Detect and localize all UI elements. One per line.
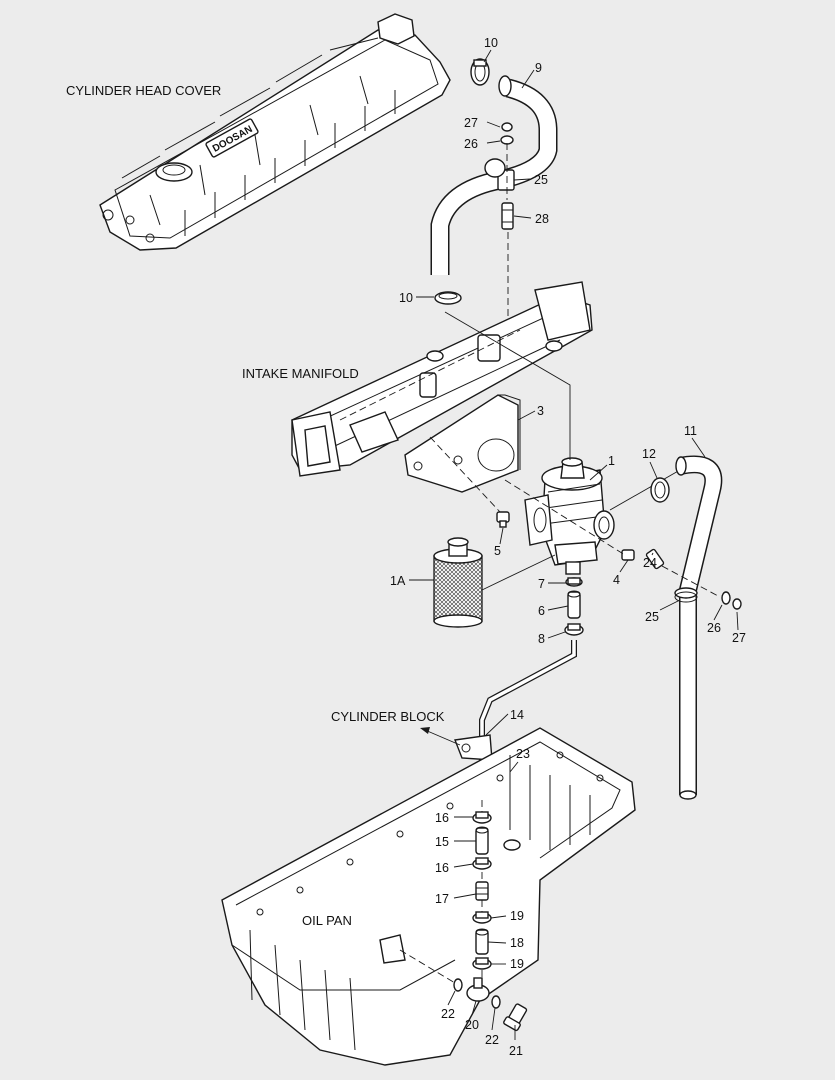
fitting-17 [475, 881, 489, 901]
callout-21: 21 [509, 1044, 523, 1058]
callout-6: 6 [538, 604, 545, 618]
callout-20: 20 [465, 1018, 479, 1032]
washer-22-right [491, 995, 501, 1009]
callout-10-lower: 10 [399, 291, 413, 305]
callout-27-lower: 27 [732, 631, 746, 645]
hose-bracket-25-lower [674, 587, 698, 603]
leader-lines [409, 49, 739, 1040]
washer-26-upper [500, 135, 514, 145]
banjo-fitting-20 [466, 977, 490, 1002]
callout-15: 15 [435, 835, 449, 849]
callout-27-upper: 27 [464, 116, 478, 130]
callout-24: 24 [643, 556, 657, 570]
callout-9: 9 [535, 61, 542, 75]
hose-clamp-10-upper [470, 58, 490, 86]
callout-1: 1 [608, 454, 615, 468]
bracket-3 [404, 394, 521, 493]
cylinder-head-cover: DOOSAN [99, 13, 451, 251]
callout-25-upper: 25 [534, 173, 548, 187]
callout-11: 11 [684, 424, 697, 438]
bolt-4 [621, 549, 635, 561]
stud-28 [501, 202, 514, 230]
clamp-19-lower [472, 957, 492, 970]
washer-27-lower [732, 598, 742, 610]
callout-26-upper: 26 [464, 137, 478, 151]
arrow-to-cylinder-block [420, 727, 461, 746]
callout-16-lower: 16 [435, 861, 449, 875]
hose-15 [475, 826, 489, 855]
washer-27-upper [501, 122, 513, 132]
hose-clamp-12 [650, 477, 670, 503]
washer-26-lower [721, 591, 731, 605]
callout-5: 5 [494, 544, 501, 558]
oil-separator-1 [524, 457, 615, 575]
callout-22-right: 22 [485, 1033, 499, 1047]
callout-3: 3 [537, 404, 544, 418]
clamp-7 [565, 577, 583, 587]
hose-bracket-25-upper [484, 158, 515, 191]
stud-24 [645, 548, 665, 570]
breather-hose-upper [430, 75, 558, 275]
label-cylinder-head-cover: CYLINDER HEAD COVER [66, 83, 221, 98]
callout-23: 23 [516, 747, 530, 761]
callout-28: 28 [535, 212, 549, 226]
label-intake-manifold: INTAKE MANIFOLD [242, 366, 359, 381]
breather-hose-11 [675, 455, 723, 800]
bolt-5 [496, 511, 510, 528]
callout-19-lower: 19 [510, 957, 524, 971]
hose-18 [475, 928, 489, 955]
clamp-8 [564, 623, 584, 636]
callout-7: 7 [538, 577, 545, 591]
label-oil-pan: OIL PAN [302, 913, 352, 928]
callout-1a: 1A [390, 574, 406, 588]
label-cylinder-block: CYLINDER BLOCK [331, 709, 445, 724]
clamp-16-lower [472, 857, 492, 870]
callout-22-left: 22 [441, 1007, 455, 1021]
callout-4: 4 [613, 573, 620, 587]
callout-16-upper: 16 [435, 811, 449, 825]
oil-pan [221, 727, 636, 1066]
filter-element-1a [433, 537, 483, 628]
callout-14: 14 [510, 708, 524, 722]
clamp-16-upper [472, 811, 492, 824]
callout-17: 17 [435, 892, 449, 906]
callout-19-upper: 19 [510, 909, 524, 923]
hose-6 [567, 590, 581, 619]
callout-12: 12 [642, 447, 656, 461]
intake-manifold [291, 281, 593, 477]
callout-10-upper: 10 [484, 36, 498, 50]
clamp-19-upper [472, 911, 492, 924]
callout-8: 8 [538, 632, 545, 646]
hose-clamp-10-lower [434, 291, 462, 305]
washer-22-left [453, 978, 463, 992]
callout-25-lower: 25 [645, 610, 659, 624]
drain-tube-14 [454, 640, 577, 800]
callout-26-lower: 26 [707, 621, 721, 635]
banjo-bolt-21 [503, 1003, 528, 1032]
callout-18: 18 [510, 936, 524, 950]
